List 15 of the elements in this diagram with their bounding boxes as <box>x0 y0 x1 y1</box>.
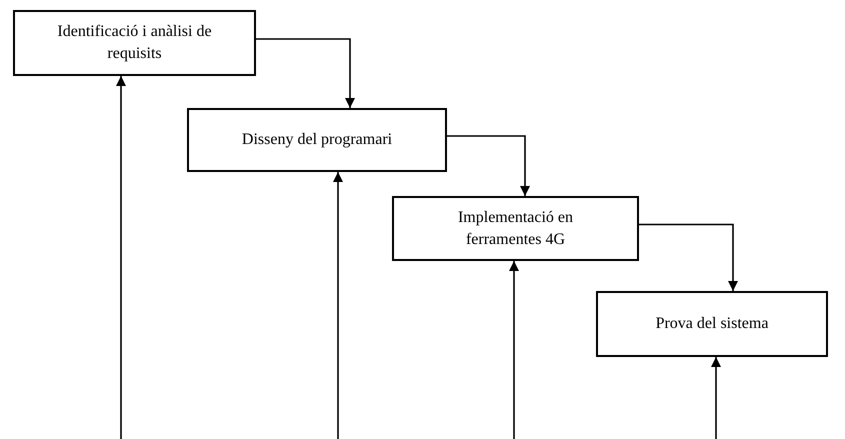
process-box <box>596 291 828 357</box>
arrow <box>116 76 126 439</box>
process-box <box>13 10 256 76</box>
box-label: Identificació i anàlisi de requisits <box>56 22 213 64</box>
arrow <box>711 357 721 439</box>
process-box <box>187 108 447 172</box>
arrow <box>333 172 343 439</box>
box-label: Implementació en ferramentes 4G <box>456 208 574 250</box>
arrow <box>639 224 738 291</box>
process-box <box>392 196 639 261</box>
arrow <box>447 135 530 196</box>
box-label: Prova del sistema <box>656 314 768 334</box>
arrow <box>509 261 519 439</box>
arrow <box>256 38 355 108</box>
box-label: Disseny del programari <box>242 130 392 150</box>
